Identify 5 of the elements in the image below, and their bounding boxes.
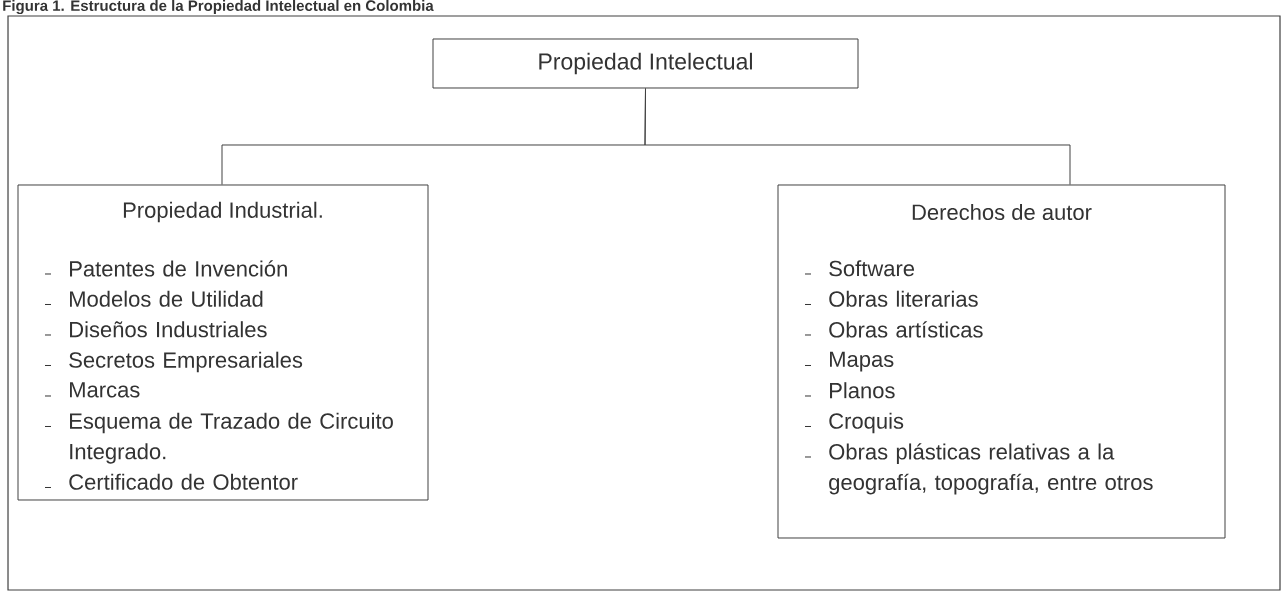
title-box: Propiedad Intelectual xyxy=(432,38,859,89)
connector-line xyxy=(644,88,1071,185)
list-box: Propiedad Industrial. Patentes de Invención Modelos de Utilidad Diseños Industriales Secretos Empresariales Marcas Esquema de Trazado de Circuito Integrado. Certificado de Obtentor xyxy=(17,184,429,501)
figure-title: Figura 1. Estructura de la Propiedad Intelectual en Colombia xyxy=(3,0,434,14)
list-box: Derechos de autor Software Obras literarias Obras artísticas Mapas Planos Croquis Obras plásticas relativas a la geografía, topografía, entre otros xyxy=(777,184,1226,539)
